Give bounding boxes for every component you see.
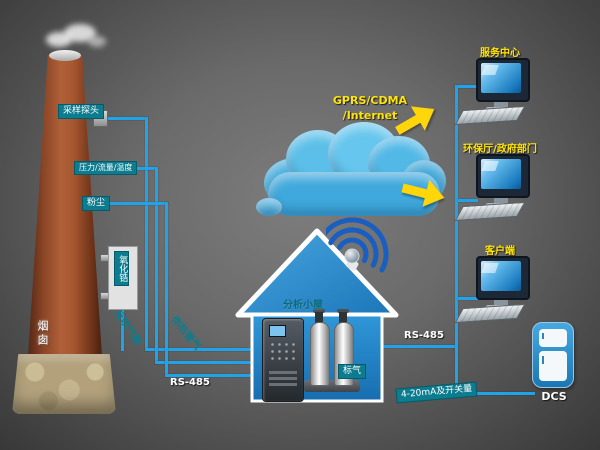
connection-line [165, 374, 254, 377]
screen-glare [481, 161, 499, 171]
cylinder-valve [339, 312, 347, 323]
connection-line [458, 297, 478, 300]
cloud-puff [256, 198, 282, 216]
screen-glare [481, 65, 499, 75]
cylinder-valve [315, 312, 323, 323]
connection-line [455, 392, 535, 395]
station-service-center: 服务中心 [454, 44, 544, 126]
dcs-handle [542, 356, 544, 364]
monitor-screen [481, 261, 521, 291]
monitor-icon [476, 58, 530, 102]
station-label: 服务中心 [480, 48, 520, 59]
analyzer-cabinet [262, 318, 304, 402]
rs485-left-label: RS-485 [170, 377, 210, 388]
blowback-label: 反吹气路 [111, 308, 144, 348]
chimney-top-rim [49, 50, 81, 61]
smoke-puff [88, 36, 106, 47]
monitor-icon [476, 154, 530, 198]
chimney-stone-base [12, 354, 116, 414]
station-client: 客户端 [454, 242, 544, 324]
dust-chip: 粉尘 [82, 196, 111, 212]
keyboard-icon [454, 201, 526, 222]
monitor-stand [494, 300, 508, 305]
monitor-stand [494, 198, 508, 203]
gas-cylinder [310, 322, 330, 386]
station-epa-government: 环保厅/政府部门 [450, 140, 550, 222]
connection-line [100, 117, 148, 120]
cabinet-vent [269, 371, 297, 374]
dcs-door [539, 329, 567, 347]
cabinet-vent [269, 383, 297, 386]
station-label: 客户端 [485, 246, 515, 257]
monitor-screen [481, 159, 521, 189]
dcs-handle [542, 333, 544, 339]
cabinet-buttons [269, 341, 297, 363]
rs485-right-label: RS-485 [404, 330, 444, 341]
monitor-screen [481, 63, 521, 93]
wifi-icon [326, 217, 389, 273]
cloud-label-line1: GPRS/CDMA [332, 94, 408, 107]
cabin-name-label: 分析小屋 [283, 300, 323, 311]
sampling-probe-chip: 采样探头 [58, 104, 105, 120]
connection-line [155, 167, 158, 364]
cloud-label-line2: /Internet [342, 108, 398, 122]
connection-line [458, 85, 478, 88]
connection-line [455, 85, 458, 396]
smoke-puff [64, 24, 96, 42]
cabinet-screen [269, 325, 286, 337]
pressure-flow-temp-chip: 压力/流量/温度 [74, 161, 138, 175]
cylinder-valve [313, 309, 325, 313]
cloud-label: GPRS/CDMA /Internet [310, 94, 430, 124]
connection-line [382, 345, 458, 348]
heated-pipe-label: 伴热管气 [168, 314, 203, 353]
connection-line [102, 202, 168, 205]
connection-line [165, 202, 168, 377]
standard-gas-chip: 标气 [338, 364, 367, 380]
arrow-head [422, 179, 448, 212]
keyboard-icon [454, 303, 526, 324]
dcs-label: DCS [541, 390, 567, 403]
connection-line [155, 361, 254, 364]
cylinder-valve [337, 309, 349, 313]
dcs-unit [532, 322, 574, 388]
connection-line [145, 117, 148, 351]
connection-line [458, 199, 478, 202]
monitor-icon [476, 256, 530, 300]
monitor-stand [494, 102, 508, 107]
screen-glare [481, 263, 499, 273]
connection-line [121, 306, 124, 351]
keyboard-icon [454, 105, 526, 126]
analog-signal-chip: 4-20mA及开关量 [395, 381, 478, 404]
station-label: 环保厅/政府部门 [463, 144, 537, 155]
analyzer-chip: 氧化锆 [114, 251, 130, 286]
cabinet-vent [269, 377, 297, 380]
chimney-label: 烟囱 [36, 320, 49, 348]
connection-line [145, 348, 254, 351]
